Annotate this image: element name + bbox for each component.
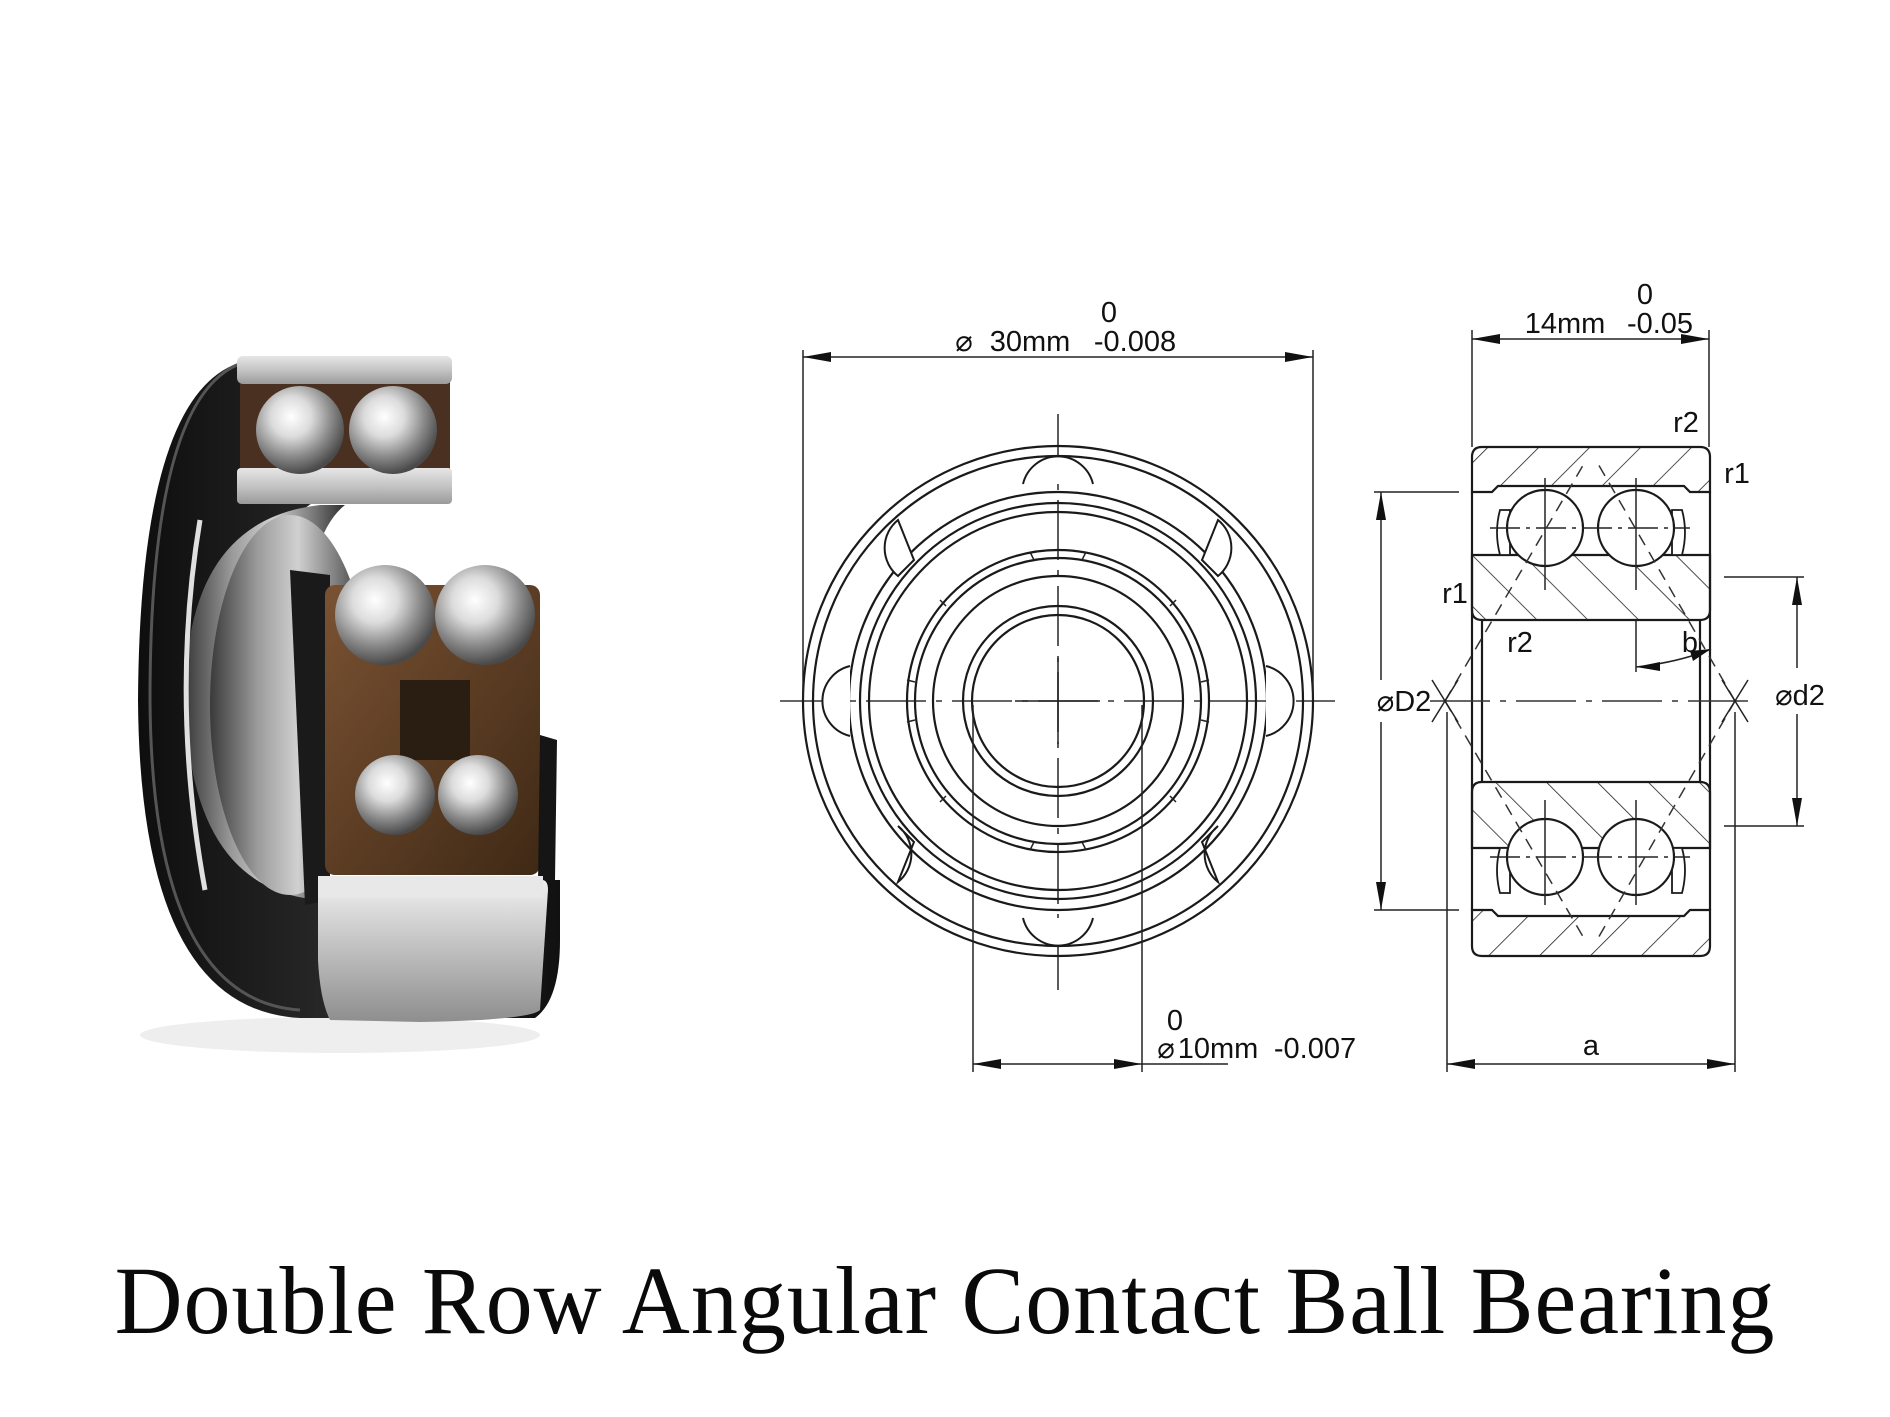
width-dimension: 0 14mm -0.05	[1471, 279, 1710, 447]
photo-ball	[438, 755, 518, 835]
bore-lower-tol: -0.007	[1274, 1033, 1356, 1065]
photo-ball	[349, 386, 437, 474]
ball-top-right	[1200, 518, 1233, 578]
inner-ring-bottom-section	[1470, 780, 1712, 850]
bore-diameter-dimension: 0 ⌀ 10mm -0.007	[972, 705, 1356, 1072]
width-value: 14mm	[1525, 308, 1606, 340]
outer-diameter-lower-tol: -0.008	[1094, 326, 1176, 358]
pressure-center-right	[1721, 679, 1749, 723]
label-r2-left: r2	[1507, 627, 1533, 659]
ball-top-left	[883, 518, 916, 578]
label-d2: ⌀d2	[1775, 680, 1825, 712]
cage-outer	[905, 548, 1211, 854]
photo-bore-highlight	[183, 519, 208, 891]
label-a: a	[1583, 1030, 1600, 1062]
photo-right-cage-window	[400, 680, 470, 760]
label-r1-left: r1	[1442, 578, 1468, 610]
outer-ring-outer-edge	[801, 444, 1315, 958]
inner-ring-outer-edge	[931, 574, 1185, 828]
outer-ring-bottom-section	[1470, 908, 1712, 958]
outer-ring-inner-edge	[867, 510, 1249, 892]
photo-top-outer-ring	[237, 356, 452, 384]
bore-edge	[970, 613, 1146, 789]
ball-left	[821, 665, 851, 737]
photo-seal-rim	[148, 360, 301, 1012]
inner-ring-chamfer	[961, 604, 1155, 798]
a-dimension: a	[1446, 712, 1736, 1072]
outer-diameter-dimension: 0 ⌀ 30mm -0.008	[802, 297, 1314, 700]
pressure-center-left	[1431, 679, 1459, 723]
label-r1-top: r1	[1724, 458, 1750, 490]
ball-right	[1265, 665, 1295, 737]
photo-ball	[335, 565, 435, 665]
diameter-symbol: ⌀	[955, 326, 972, 358]
section-view: b 0 14mm -0.05 ⌀D2	[1374, 279, 1825, 1072]
ball-bottom-left	[895, 825, 916, 886]
section-balls	[1490, 478, 1690, 905]
outer-diameter-value: 30mm	[990, 326, 1071, 358]
diameter-symbol: ⌀	[1157, 1033, 1174, 1065]
bearing-photo	[138, 356, 560, 1053]
photo-ball	[256, 386, 344, 474]
outer-ring-top-section	[1470, 445, 1712, 494]
contact-angle-lines	[1444, 461, 1736, 941]
photo-right-seal-strip	[290, 570, 330, 905]
label-b: b	[1682, 627, 1698, 659]
ball-top	[1022, 455, 1094, 485]
outer-shoulder	[858, 501, 1258, 901]
ball-bottom	[1022, 917, 1094, 947]
width-upper-tol: 0	[1637, 279, 1653, 311]
photo-right-seal-edge	[538, 735, 557, 882]
D2-dimension: ⌀D2	[1374, 491, 1459, 911]
cage-ticks	[906, 551, 1210, 851]
photo-bottom-ring-face	[318, 876, 543, 898]
d2-dimension: ⌀d2	[1724, 576, 1825, 827]
label-D2: ⌀D2	[1377, 686, 1432, 718]
angle-b-dimension: b	[1635, 620, 1712, 672]
front-balls	[821, 455, 1295, 947]
photo-ball	[435, 565, 535, 665]
photo-top-inner-ring	[237, 468, 452, 504]
bore-value: 10mm	[1178, 1033, 1259, 1065]
width-lower-tol: -0.05	[1627, 308, 1693, 340]
cage-inner	[913, 556, 1203, 846]
label-r2-top: r2	[1673, 407, 1699, 439]
photo-outer-band	[318, 880, 548, 1022]
front-view: 0 ⌀ 30mm -0.008 0 ⌀ 10mm -0.007	[780, 297, 1356, 1072]
outer-diameter-upper-tol: 0	[1101, 297, 1117, 329]
photo-shadow	[140, 1017, 540, 1053]
bore-upper-tol: 0	[1167, 1005, 1183, 1037]
ball-bottom-right	[1200, 825, 1221, 886]
inner-ring-top-section	[1470, 553, 1712, 622]
photo-ball	[355, 755, 435, 835]
diagram-title: Double Row Angular Contact Ball Bearing	[114, 1247, 1776, 1354]
